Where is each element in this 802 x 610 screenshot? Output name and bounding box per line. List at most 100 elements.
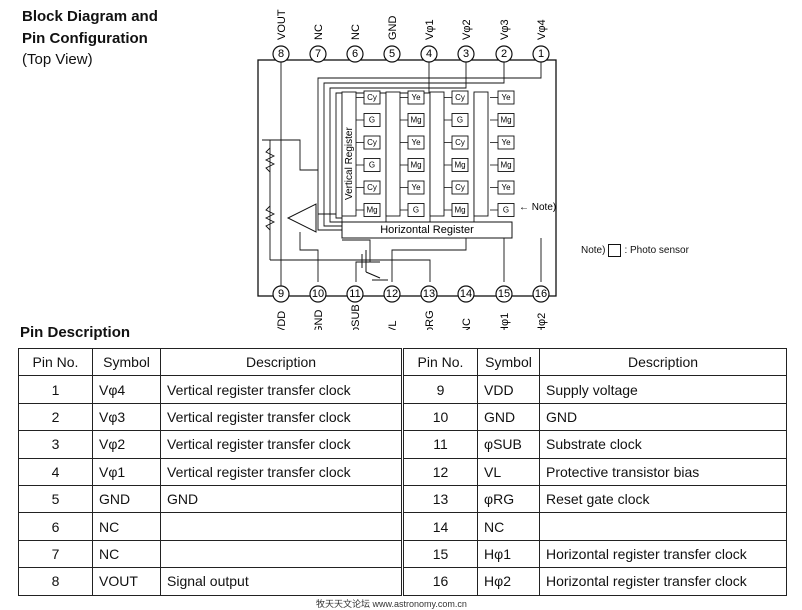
pin-circle	[346, 45, 364, 63]
description-cell: Supply voltage	[539, 375, 787, 404]
vertical-register-bar-2	[385, 91, 401, 217]
pin-number-cell: 1	[18, 375, 93, 404]
photo-sensor-cell: Cy	[444, 90, 469, 105]
pin-number: 8	[278, 48, 284, 60]
photo-sensor-cell: Cy	[444, 135, 469, 150]
sensor-label: G	[503, 206, 509, 215]
note-prefix: Note)	[581, 245, 606, 256]
pin-6: 6NC	[346, 24, 364, 63]
col-header-symbol: Symbol	[92, 347, 161, 377]
pin-number: 11	[349, 288, 360, 300]
col-header-pin: Pin No.	[18, 347, 93, 377]
pin-circle	[272, 285, 290, 303]
description-cell: Protective transistor bias	[539, 457, 787, 486]
symbol-cell: GND	[92, 484, 161, 514]
footer-watermark: 牧天天文论坛 www.astronomy.com.cn	[316, 599, 467, 609]
photo-sensor-cell: Mg	[400, 113, 425, 127]
sensor-label: Mg	[500, 116, 511, 125]
symbol-cell: VOUT	[92, 567, 161, 596]
photo-sensor-cell: Mg	[400, 158, 425, 172]
photo-sensor-cell: G	[400, 203, 425, 217]
pin-number-cell: 3	[18, 430, 93, 459]
pin-number-cell: 10	[403, 402, 478, 432]
sensor-label: Cy	[455, 138, 465, 147]
sensor-label: Cy	[367, 138, 377, 147]
sensor-label: Cy	[367, 93, 377, 102]
description-cell: Vertical register transfer clock	[160, 457, 402, 486]
symbol-cell: Vφ2	[92, 430, 161, 459]
col-header-description: Description	[160, 347, 402, 377]
pin-circle	[495, 45, 513, 63]
pin-number-cell: 2	[18, 402, 93, 432]
description-cell	[160, 539, 402, 569]
pin-circle	[457, 45, 475, 63]
photo-sensor-icon	[608, 244, 622, 257]
sensor-label: Mg	[500, 161, 511, 170]
sensor-label: Cy	[455, 93, 465, 102]
pin-label: GND	[387, 16, 399, 41]
sensor-label: Mg	[454, 206, 465, 215]
pin-label: Vφ3	[499, 19, 511, 40]
symbol-cell: GND	[477, 402, 540, 432]
pin-number-cell: 9	[403, 375, 478, 404]
pin-11: 11 φSUB	[346, 285, 364, 330]
pin-label: NC	[461, 318, 473, 330]
horizontal-register-label: Horizontal Register	[380, 224, 474, 236]
pin-number-cell: 13	[403, 484, 478, 514]
description-cell: Vertical register transfer clock	[160, 375, 402, 404]
sensor-label: Ye	[411, 183, 421, 192]
pin-circle	[383, 45, 401, 63]
transistor-icon	[361, 250, 388, 281]
pin-label: φSUB	[350, 304, 362, 330]
pin-label: VL	[387, 321, 399, 330]
sensor-label: Mg	[454, 161, 465, 170]
sensor-label: Ye	[411, 93, 421, 102]
col-header-symbol: Symbol	[477, 347, 540, 377]
symbol-cell: Hφ2	[477, 567, 540, 596]
title-line-1: Block Diagram and	[22, 8, 158, 25]
pin-number: 3	[463, 48, 469, 60]
photo-sensor-cell: G	[356, 158, 381, 172]
description-cell: Reset gate clock	[539, 484, 787, 514]
description-cell: Signal output	[160, 567, 402, 596]
col-header-description: Description	[539, 347, 787, 377]
note-suffix: : Photo sensor	[624, 245, 689, 256]
pin-circle	[420, 285, 438, 303]
pin-number: 6	[352, 48, 358, 60]
sensor-label: G	[369, 161, 375, 170]
pin-circle	[383, 285, 401, 303]
description-cell: GND	[539, 402, 787, 432]
pin-label: φRG	[424, 310, 436, 330]
pin-circle	[532, 285, 550, 303]
sensor-label: Mg	[410, 116, 421, 125]
photo-sensor-cell: Ye	[400, 180, 425, 195]
sensor-label: Ye	[411, 138, 421, 147]
photo-sensor-cell: Cy	[356, 90, 381, 105]
pin-circle	[309, 45, 327, 63]
note-arrow-label: ← Note)	[519, 202, 556, 213]
pin-circle	[420, 45, 438, 63]
photo-sensor-cell: Ye	[400, 90, 425, 105]
pin-number: 4	[426, 48, 432, 60]
resistor-2	[264, 205, 276, 231]
symbol-cell: Hφ1	[477, 539, 540, 569]
pin-label: Vφ4	[536, 19, 548, 40]
pin-number-cell: 15	[403, 539, 478, 569]
symbol-cell: φSUB	[477, 430, 540, 459]
vertical-register-bar-4	[473, 91, 489, 217]
